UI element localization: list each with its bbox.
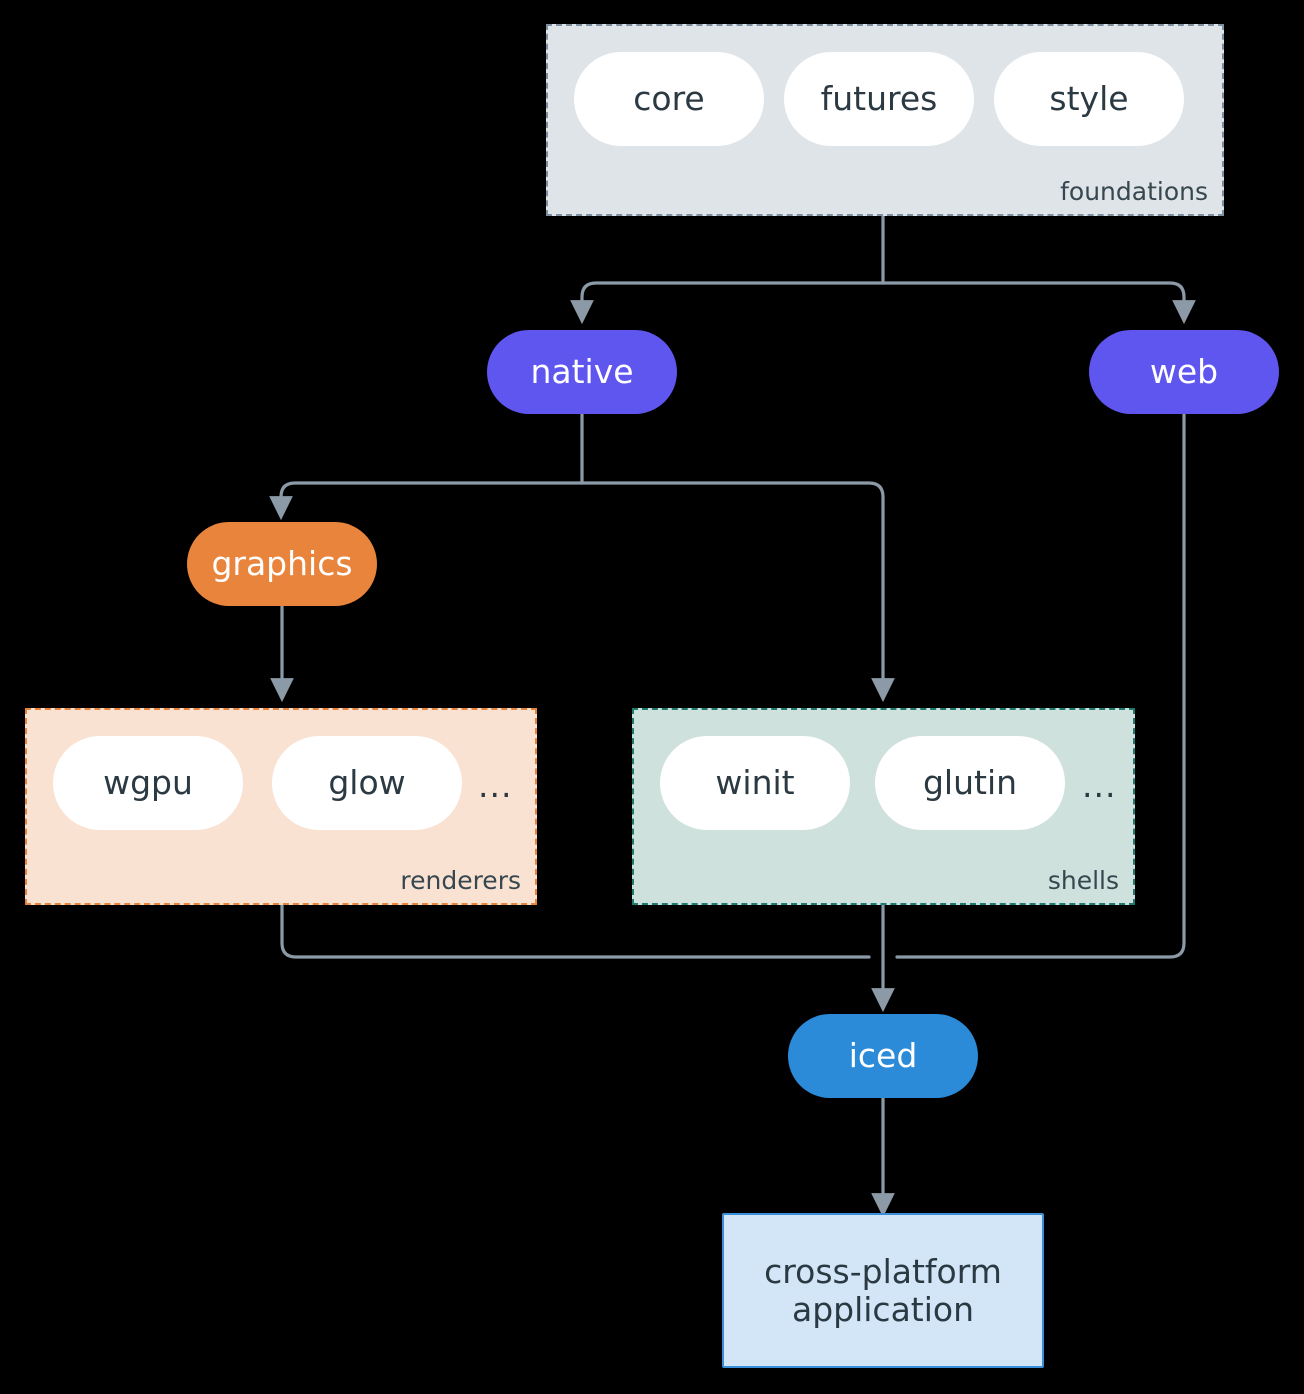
node-iced[interactable]: iced xyxy=(788,1014,978,1098)
node-wgpu[interactable]: wgpu xyxy=(53,736,243,830)
node-winit[interactable]: winit xyxy=(660,736,850,830)
node-futures[interactable]: futures xyxy=(784,52,974,146)
edge-native-to-graphics xyxy=(269,481,584,521)
node-application-label-line2: application xyxy=(791,1289,975,1329)
node-native[interactable]: native xyxy=(487,330,677,414)
group-foundations: core futures style foundations xyxy=(546,24,1224,216)
node-web-label: web xyxy=(1149,352,1219,392)
edge-foundations-to-web xyxy=(881,281,1196,325)
node-glutin-label: glutin xyxy=(922,763,1018,803)
node-winit-label: winit xyxy=(715,763,795,803)
node-application-label-line1: cross-platform xyxy=(764,1251,1002,1291)
node-core[interactable]: core xyxy=(574,52,764,146)
node-futures-label: futures xyxy=(820,79,938,119)
node-renderers-more: ... xyxy=(478,766,513,805)
node-core-label: core xyxy=(633,79,705,119)
node-native-label: native xyxy=(530,352,634,392)
group-foundations-label: foundations xyxy=(1060,177,1208,206)
edge-renderers-to-bus xyxy=(280,903,871,959)
node-wgpu-label: wgpu xyxy=(103,763,193,803)
group-renderers: wgpu glow ... renderers xyxy=(25,708,537,905)
group-renderers-label: renderers xyxy=(400,866,521,895)
node-style-label: style xyxy=(1049,79,1129,119)
node-style[interactable]: style xyxy=(994,52,1184,146)
edge-foundations-to-native xyxy=(570,281,885,325)
node-iced-label: iced xyxy=(848,1036,918,1076)
node-application[interactable]: cross-platform application xyxy=(722,1213,1044,1368)
node-shells-more: ... xyxy=(1082,766,1117,805)
node-glutin[interactable]: glutin xyxy=(875,736,1065,830)
node-glow-label: glow xyxy=(328,763,406,803)
edge-native-to-shells xyxy=(580,481,895,703)
node-glow[interactable]: glow xyxy=(272,736,462,830)
group-shells-label: shells xyxy=(1047,866,1119,895)
group-shells: winit glutin ... shells xyxy=(632,708,1135,905)
node-graphics-label: graphics xyxy=(211,544,353,584)
node-graphics[interactable]: graphics xyxy=(187,522,377,606)
node-web[interactable]: web xyxy=(1089,330,1279,414)
